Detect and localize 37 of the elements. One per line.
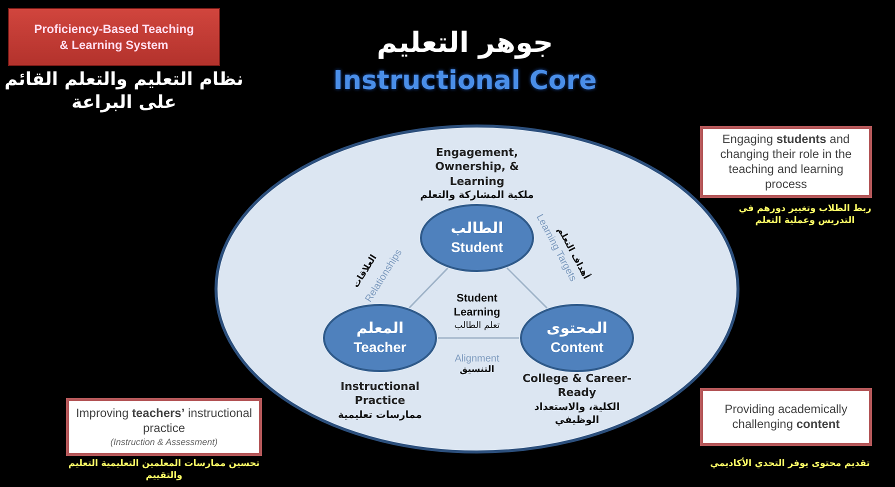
node-label: المعلم [356,319,404,338]
box-note: (Instruction & Assessment) [110,436,218,448]
arabic-caption: تحسين ممارسات المعلمين التعليمية التعليم والتقييم [67,459,261,482]
connector-line [408,268,448,308]
node-label: Teacher [354,338,406,357]
node-caption: College & Career-Ready [521,372,633,401]
connector-line [506,267,548,309]
title-box [8,8,220,66]
arabic-caption: ممارسات تعليمية [337,409,423,422]
center-label: تعلم الطالب [454,321,500,333]
node-label: الطالب [450,219,504,238]
box-title: Proficiency-Based Teaching & Learning System [33,21,195,53]
goal-box [700,126,872,198]
arabic-title: جوهر التعليم [376,24,554,61]
arabic-caption: ملكية المشاركة والتعلم [419,189,535,202]
node-caption: Engagement, Ownership, & Learning [434,146,520,189]
teacher-ellipse [322,303,438,373]
node-label: Content [550,338,604,357]
goal-box [66,398,262,456]
box-text: Providing academically challenging content [724,402,848,432]
arabic-label: التنسيق [460,365,494,377]
diagram-title: Instructional Core [332,66,598,96]
node-caption: Instructional Practice [339,380,421,409]
node-label: المحتوى [546,319,608,338]
box-text: Engaging students and changing their role in the teaching and learning process [719,132,853,192]
arabic-caption: ربط الطلاب وتغيير دورهم في التدريس وعملية التعلم [738,204,872,228]
box-text: Improving teachers’ instructional practice [75,406,253,436]
center-label: Student Learning [452,292,502,320]
connector-line [438,337,519,339]
arabic-caption: تقديم محتوى يوفر التحدي الأكاديمي [709,459,871,471]
student-ellipse [419,203,535,273]
arabic-caption: نظام التعليم والتعلم القائم على البراعة [4,68,244,115]
arabic-caption: الكلية، والاستعداد الوظيفي [533,401,621,427]
edge-label: Alignment [454,354,500,364]
node-label: Student [450,238,504,257]
content-ellipse [519,303,635,373]
goal-box [700,388,872,446]
